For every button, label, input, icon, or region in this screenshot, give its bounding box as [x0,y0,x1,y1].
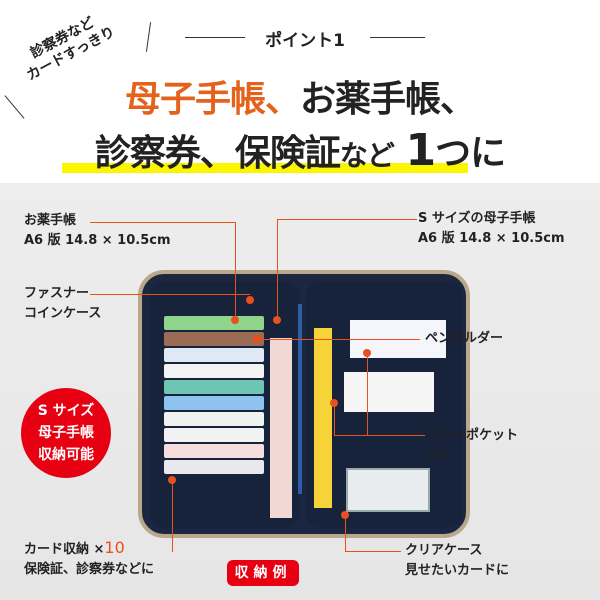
marker-dot [330,399,338,407]
point-label: ポイント1 [265,31,345,51]
right-panel [306,282,462,528]
leader-line [334,403,335,435]
leader-line [345,515,346,551]
pen [298,304,302,494]
card [164,444,264,458]
leader-line [277,219,417,220]
title-line-2: 診察券、保険証など 1つに [94,125,506,176]
leader-line [235,222,236,320]
marker-dot [273,316,281,324]
marker-dot [246,296,254,304]
card [164,348,264,362]
yellow-highlight [62,163,468,173]
leader-line [90,222,236,223]
example-label: 収納例 [227,560,299,586]
card [164,460,264,474]
card [164,396,264,410]
receipt [344,372,434,412]
marker-dot [341,511,349,519]
leader-line [277,219,278,320]
leader-line [172,480,173,552]
coin-case [270,338,292,518]
card [164,428,264,442]
leader-line [367,353,368,435]
leader-line [90,294,250,295]
marker-dot [363,349,371,357]
wallet-image [138,270,470,538]
marker-dot [253,335,261,343]
clear-case [346,468,430,512]
leader-line [345,551,401,552]
free-pocket-label: フリーポケット×2 [427,428,519,463]
marker-dot [231,316,239,324]
boshi-techo [314,328,332,508]
pen-holder-label: ペンホルダー [425,331,504,346]
leader-line [257,339,420,340]
s-size-badge: S サイズ母子手帳収納可能 [21,388,111,478]
leader-line [334,435,425,436]
card [164,380,264,394]
card [164,332,264,346]
point-rule [370,37,425,38]
card [164,412,264,426]
card [164,316,264,330]
marker-dot [168,476,176,484]
clear-case-label: クリアケース見せたいカードに [405,543,510,578]
card [164,364,264,378]
slash-divider [145,22,152,52]
fastener-label: ファスナーコインケース [24,286,102,321]
title-line-1: 母子手帳、お薬手帳、 [124,79,476,120]
point-rule [185,37,245,38]
